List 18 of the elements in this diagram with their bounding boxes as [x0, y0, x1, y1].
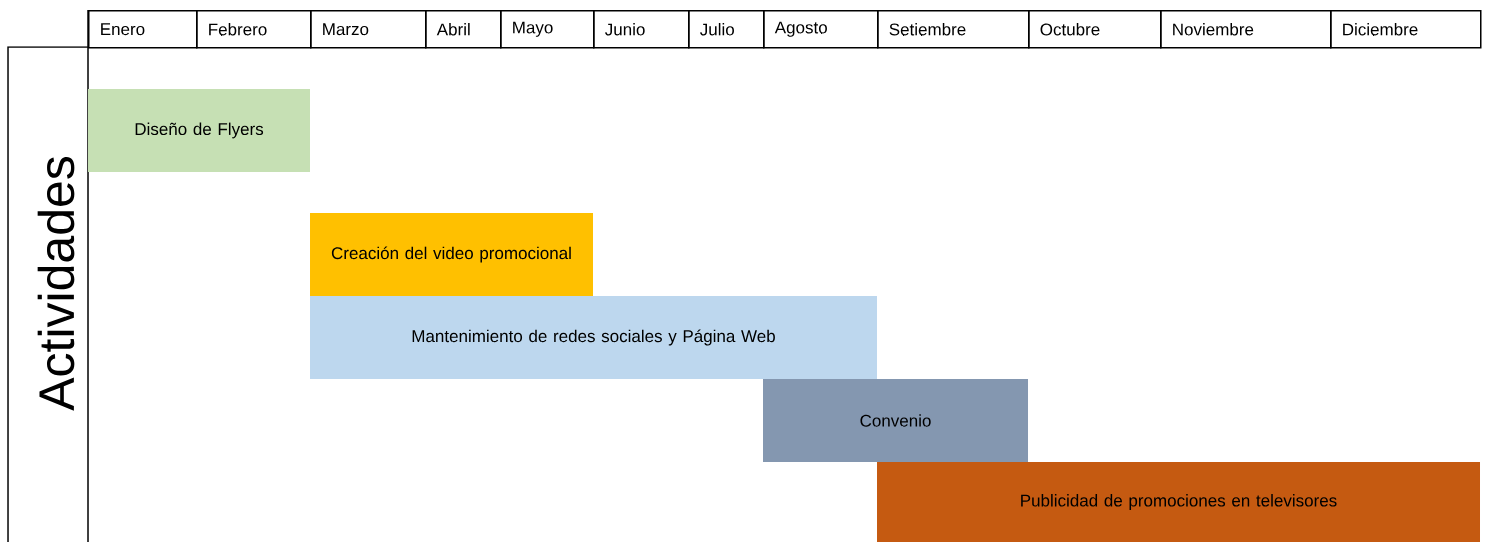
month-cell: Enero: [88, 10, 198, 49]
month-cell: Noviembre: [1160, 10, 1332, 49]
activity-bar: Diseño de Flyers: [88, 89, 310, 172]
month-cell: Setiembre: [877, 10, 1030, 49]
axis-title: Actividades: [37, 157, 75, 411]
activity-bar: Convenio: [763, 379, 1028, 462]
activity-bar: Mantenimiento de redes sociales y Página Web: [310, 296, 877, 379]
month-cell: Mayo: [500, 10, 595, 49]
activity-bar: Publicidad de promociones en televisores: [877, 462, 1480, 542]
month-cell: Octubre: [1028, 10, 1162, 49]
month-cell: Febrero: [196, 10, 312, 49]
month-cell: Diciembre: [1330, 10, 1482, 49]
activity-bar: Creación del video promocional: [310, 213, 593, 296]
month-cell: Marzo: [310, 10, 427, 49]
month-cell: Junio: [593, 10, 690, 49]
month-cell: Agosto: [763, 10, 879, 49]
month-cell: Abril: [425, 10, 502, 49]
month-cell: Julio: [688, 10, 765, 49]
